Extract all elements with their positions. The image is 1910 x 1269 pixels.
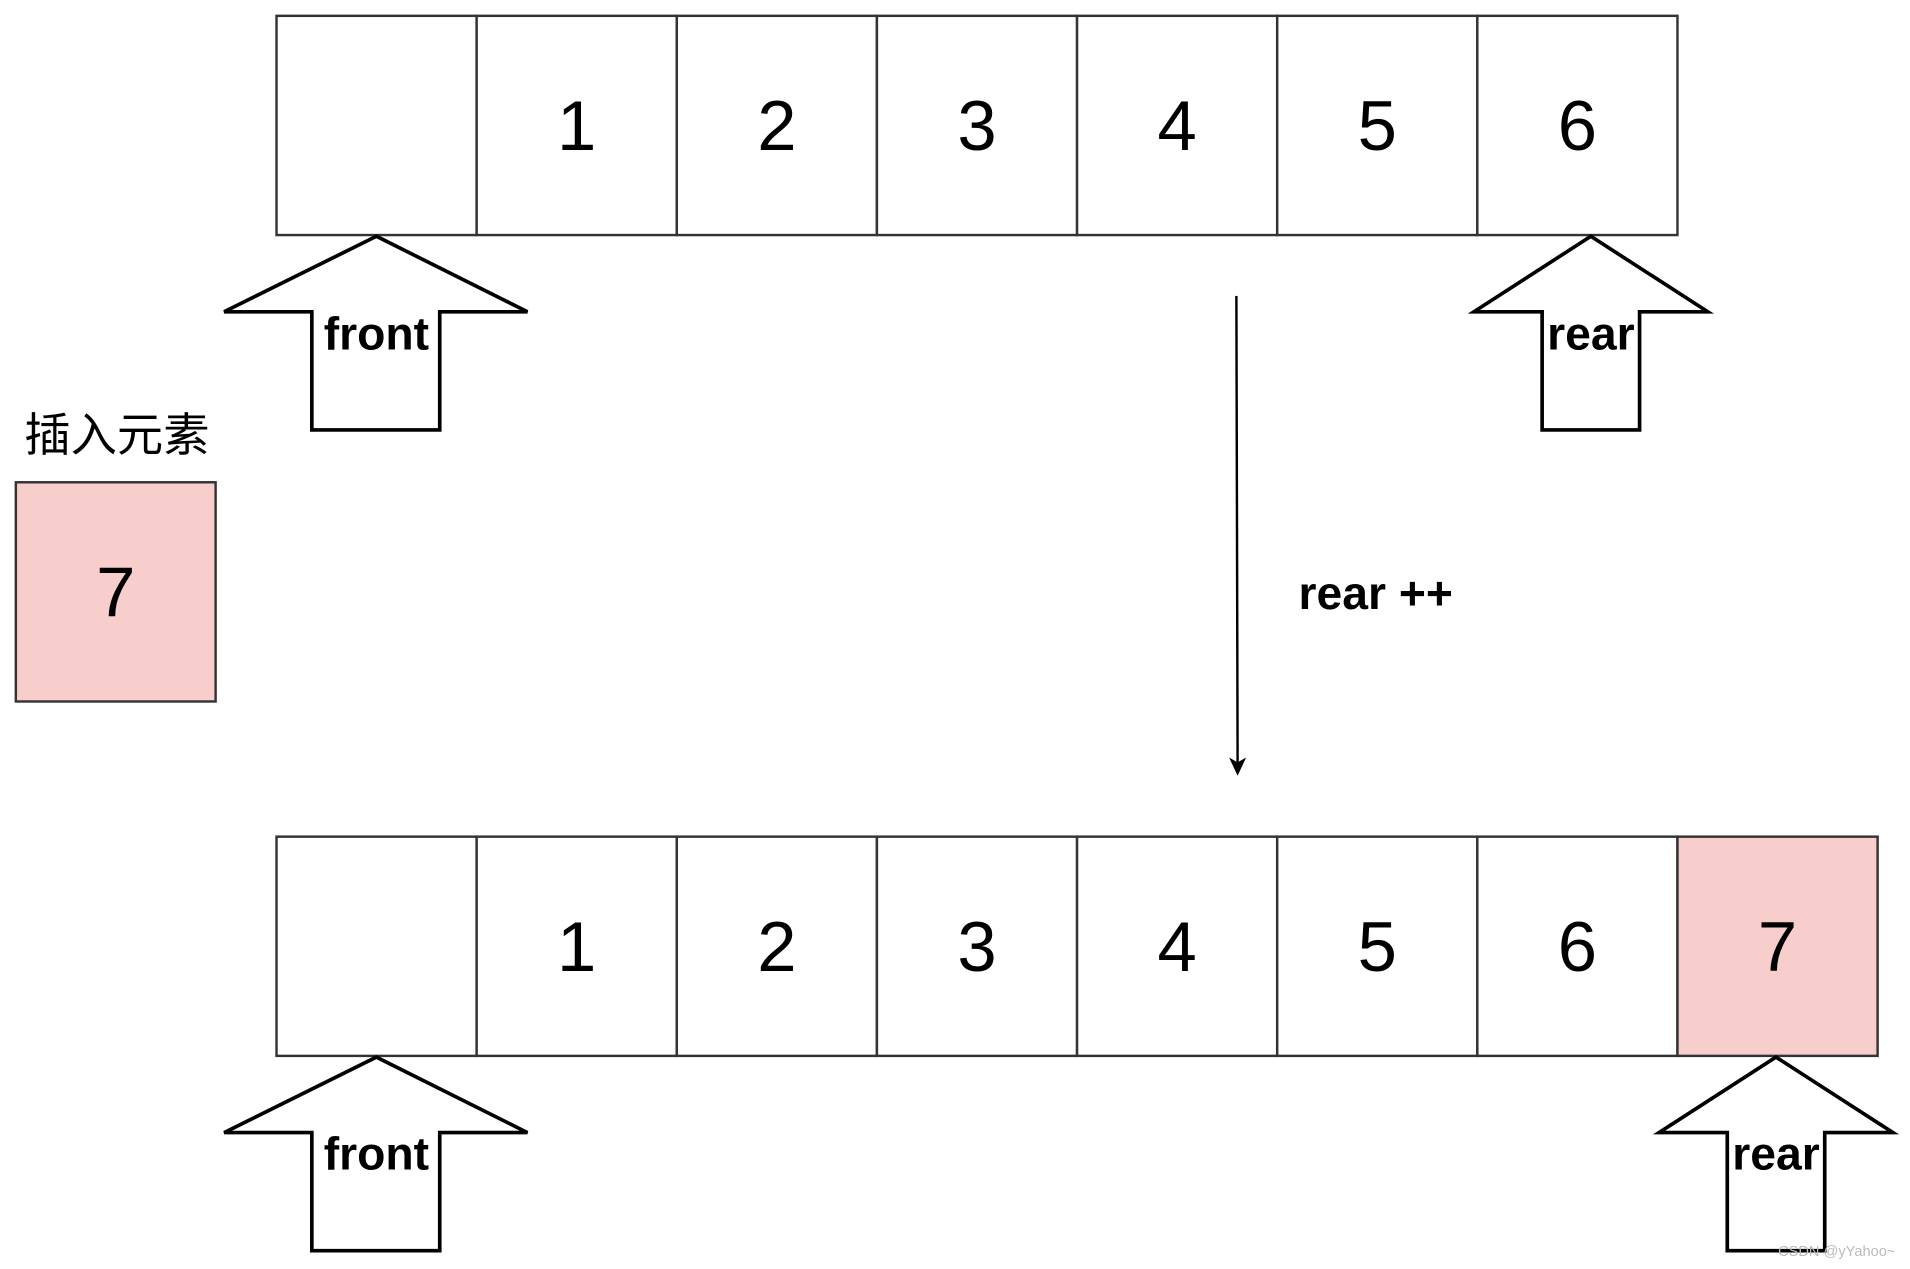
queue-cell [1075,835,1279,1058]
queue-cell [675,835,879,1058]
step-label: rear ++ [1299,567,1453,619]
queue-cell-value: 2 [757,907,796,986]
insert-box [14,481,217,703]
rear-pointer-bottom: rear [1652,1054,1900,1253]
queue-cell-value: 5 [1358,86,1397,165]
queue-cell-value: 7 [1758,907,1797,986]
queue-cell-value: 3 [957,907,996,986]
rear-label-top: rear [1547,308,1634,360]
queue-cell [875,835,1079,1058]
insert-value: 7 [96,552,135,631]
queue-cell [475,14,679,237]
queue-cell [1275,14,1479,237]
queue-cell [1476,835,1679,1058]
queue-cell-value: 1 [557,907,596,986]
up-arrow-icon [1467,234,1714,432]
up-arrow-icon [223,1055,529,1253]
rear-pointer-top: rear [1467,234,1714,432]
queue-cell [1476,14,1679,237]
queue-cell [875,14,1079,237]
front-pointer-top: front [223,234,529,432]
queue-cell-value: 4 [1157,86,1196,165]
queue-cell-value: 6 [1558,907,1597,986]
queue-cell-value: 1 [557,86,596,165]
front-label-bottom: front [324,1127,429,1179]
after-queue: 1 2 3 4 5 6 7 [275,835,1879,1058]
insert-element: 插入元素 7 [14,408,217,703]
queue-cell [1676,835,1879,1058]
front-pointer-bottom: front [223,1055,529,1253]
watermark: CSDN @yYahoo~ [1778,1244,1895,1260]
before-queue: 1 2 3 4 5 6 [275,14,1679,237]
front-label-top: front [324,308,429,360]
queue-cell [275,14,478,237]
arrow-down-icon [1229,757,1247,776]
queue-cell-value: 2 [757,86,796,165]
queue-cell [275,835,478,1058]
up-arrow-icon [1652,1054,1900,1253]
flow-arrow-line [1235,295,1239,763]
queue-cell-value: 5 [1358,907,1397,986]
queue-cell [675,14,879,237]
flow-arrow: rear ++ [1229,295,1453,776]
queue-cell-value: 4 [1157,907,1196,986]
queue-cell [1075,14,1279,237]
rear-label-bottom: rear [1732,1127,1819,1179]
queue-cell-value: 6 [1558,86,1597,165]
insert-caption: 插入元素 [24,408,209,462]
queue-cell-value: 3 [957,86,996,165]
up-arrow-icon [223,234,529,432]
